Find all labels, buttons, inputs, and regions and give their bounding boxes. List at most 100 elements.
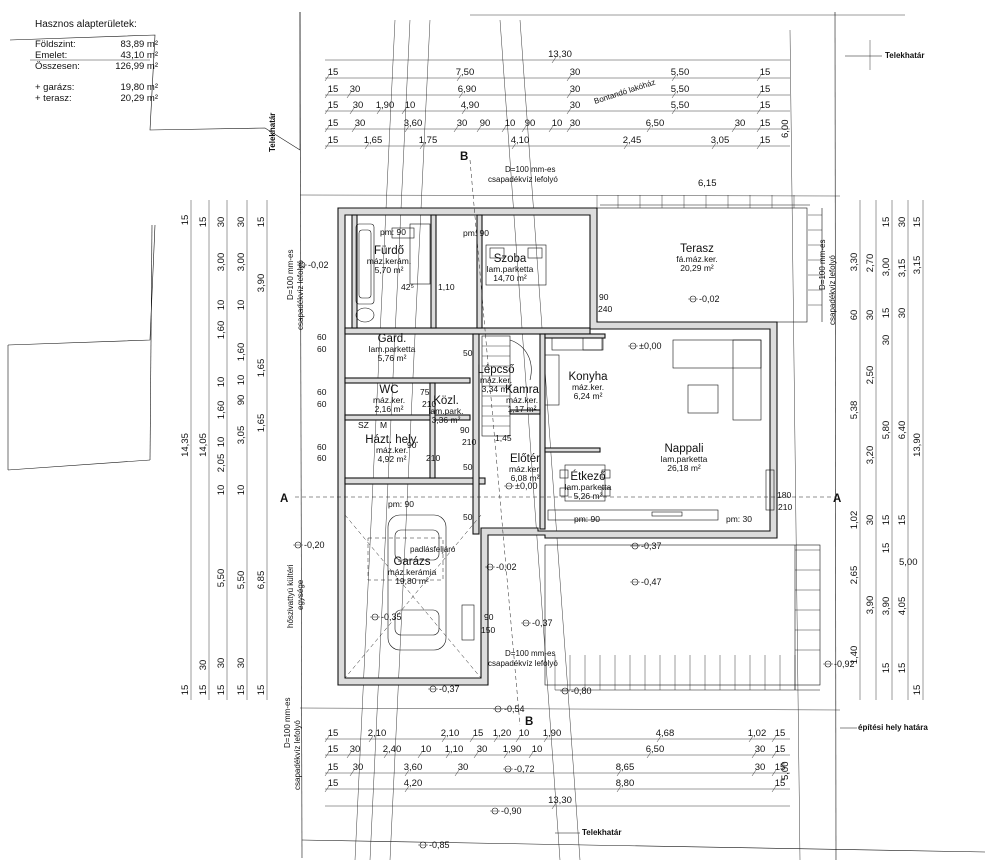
dimension-label: 15 <box>328 84 339 95</box>
dimension-tick <box>419 142 425 150</box>
dimension-label: 15 <box>775 762 786 773</box>
dimension-label: 60 <box>849 310 860 321</box>
level-mark: -0,85 <box>418 840 450 850</box>
level-value: -0,37 <box>439 684 460 694</box>
dimension-label: 3,05 <box>236 426 247 445</box>
dimension-label: 15 <box>760 84 771 95</box>
dimension-label: 90 <box>525 118 536 129</box>
small-dimension: 210 <box>462 437 476 447</box>
dimension-label: 15 <box>256 685 267 696</box>
bathroom-fixtures <box>355 223 547 323</box>
room-name: Gard. <box>378 333 407 345</box>
area-value: 83,89 m² <box>121 39 159 50</box>
room-name: Nappali <box>665 443 704 455</box>
wall-v6 <box>539 333 546 530</box>
area-value: 43,10 m² <box>121 50 159 61</box>
dimension-tick <box>404 769 410 777</box>
dimension-label: 15 <box>256 217 267 228</box>
dimension-label: 4,90 <box>461 100 480 111</box>
dimension-label: 30 <box>457 118 468 129</box>
wall-v4 <box>429 382 436 479</box>
dimension-label: 30 <box>865 310 876 321</box>
downpipe-bottom-2: csapadékvíz lefolyó <box>488 659 558 668</box>
area-label: Földszint: <box>35 39 76 50</box>
small-dimension: 1,10 <box>438 282 455 292</box>
dimension-label: 30 <box>735 118 746 129</box>
dimension-tick <box>404 125 410 133</box>
dimension-label: 15 <box>760 118 771 129</box>
downpipe-top-2: csapadékvíz lefolyó <box>488 175 558 184</box>
dimension-label: 3,90 <box>881 597 892 616</box>
dimension-tick <box>711 142 717 150</box>
room-8: Közl.lam.park.3,36 m² <box>429 395 464 425</box>
wall-h2 <box>344 377 471 384</box>
plot-boundary <box>7 11 986 861</box>
area-label: Emelet: <box>35 50 67 61</box>
telekhatar-bottom: Telekhatár <box>582 828 621 837</box>
dimension-tick <box>454 769 460 777</box>
level-value: -0,02 <box>699 294 720 304</box>
dimension-columns-left: 1514,35151514,053015303,00101,60101,6010… <box>180 200 268 700</box>
room-name: Fürdő <box>374 245 404 257</box>
dimension-tick <box>511 142 517 150</box>
dimension-tick <box>756 142 762 150</box>
room-name: Garázs <box>393 556 430 568</box>
dim-terrace-width: 6,15 <box>698 178 717 189</box>
dimension-label: 1,10 <box>445 744 464 755</box>
dimension-label: 15 <box>881 663 892 674</box>
dimension-label: 1,65 <box>256 359 267 378</box>
small-dimension: 50 <box>463 512 473 522</box>
dimension-label: 30 <box>897 217 908 228</box>
dimension-label: 13,30 <box>548 49 572 60</box>
dimension-tick <box>346 91 352 99</box>
dimension-label: 1,60 <box>216 401 227 420</box>
dimension-tick <box>324 142 330 150</box>
room-finish: lam.parketta <box>565 482 612 492</box>
dimension-label: 10 <box>216 485 227 496</box>
dimension-label: 15 <box>180 215 191 226</box>
dimension-label: 10 <box>505 118 516 129</box>
dimension-label: 3,20 <box>865 446 876 465</box>
dimension-label: 2,10 <box>368 728 387 739</box>
room-area: 5,26 m² <box>574 491 603 501</box>
dimension-label: 15 <box>912 685 923 696</box>
dimension-tick <box>616 769 622 777</box>
dimension-tick <box>324 107 330 115</box>
dimension-tick <box>324 91 330 99</box>
section-a-right: A <box>833 493 841 505</box>
hoszivattyu-2: egysége <box>296 579 305 610</box>
small-dimension: pm: 30 <box>726 514 752 524</box>
dimension-label: 2,65 <box>849 566 860 585</box>
small-dimension: 90 <box>407 440 417 450</box>
south-paving <box>544 544 821 691</box>
dimension-label: 1,65 <box>256 414 267 433</box>
level-value: -0,37 <box>532 618 553 628</box>
section-a-left: A <box>280 493 288 505</box>
wall-v5 <box>472 333 480 535</box>
room-area: 3,34 m² <box>482 384 511 394</box>
telekhatar-top: Telekhatár <box>885 51 924 60</box>
level-value: -0,90 <box>501 806 522 816</box>
small-dimension: 50 <box>463 462 473 472</box>
dimension-label: 15 <box>328 67 339 78</box>
room-finish: fá.máz.ker. <box>676 254 718 264</box>
dimension-tick <box>748 735 754 743</box>
room-area: 19,80 m² <box>395 576 429 586</box>
dimension-tick <box>671 91 677 99</box>
level-mark: -0,72 <box>503 764 535 774</box>
dimension-label: 4,10 <box>511 135 530 146</box>
room-area: 6,08 m² <box>511 473 540 483</box>
small-dimension: pm: 90 <box>388 499 414 509</box>
level-value: -0,02 <box>308 260 329 270</box>
dimension-label: 15 <box>881 308 892 319</box>
level-value: -0,92 <box>834 659 855 669</box>
dimension-label: 30 <box>897 308 908 319</box>
room-finish: máz.kerámia <box>388 567 437 577</box>
dimension-label: 15 <box>775 744 786 755</box>
dimension-label: 30 <box>755 744 766 755</box>
dimension-label: 15 <box>328 135 339 146</box>
